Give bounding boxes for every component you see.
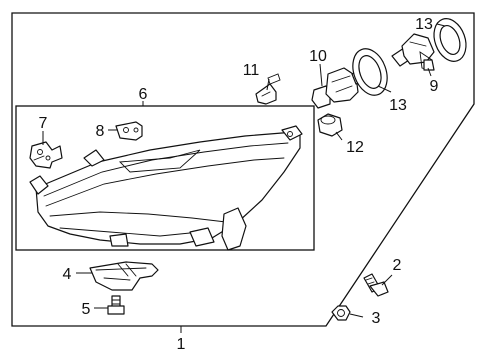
callout-3: 3 (372, 310, 381, 327)
callout-2: 2 (393, 257, 402, 274)
headlamp-housing[interactable] (29, 125, 303, 251)
assembly-frame (11, 12, 475, 327)
seal-ring-part-13-lower[interactable] (347, 44, 393, 100)
callout-4: 4 (63, 266, 72, 283)
callout-9: 9 (430, 78, 439, 95)
callout-6: 6 (139, 86, 148, 103)
headlamp-subassembly-box (15, 105, 315, 251)
callout-7: 7 (39, 115, 48, 132)
callout-1: 1 (177, 336, 186, 353)
nut-part-3[interactable] (331, 305, 351, 321)
callout-10: 10 (309, 48, 327, 65)
socket-part-12[interactable] (317, 113, 343, 137)
callout-labels: 1 2 3 4 5 6 7 8 9 10 11 12 13 13 (39, 16, 439, 353)
screw-part-5[interactable] (107, 295, 125, 315)
callout-13-top: 13 (415, 16, 433, 33)
callout-13-middle: 13 (389, 97, 407, 114)
wedge-bulb-part-11[interactable] (255, 73, 281, 105)
leader-lines (42, 23, 446, 333)
callout-8: 8 (96, 123, 105, 140)
callout-12: 12 (346, 139, 364, 156)
bulb-part-9[interactable] (391, 33, 435, 71)
clip-part-8[interactable] (115, 121, 143, 141)
bracket-part-4[interactable] (89, 261, 159, 291)
seal-ring-part-13-upper[interactable] (428, 14, 471, 66)
callout-5: 5 (82, 301, 91, 318)
bolt-part-2[interactable] (363, 273, 389, 297)
bracket-part-7[interactable] (29, 141, 63, 169)
callout-11: 11 (243, 62, 260, 79)
